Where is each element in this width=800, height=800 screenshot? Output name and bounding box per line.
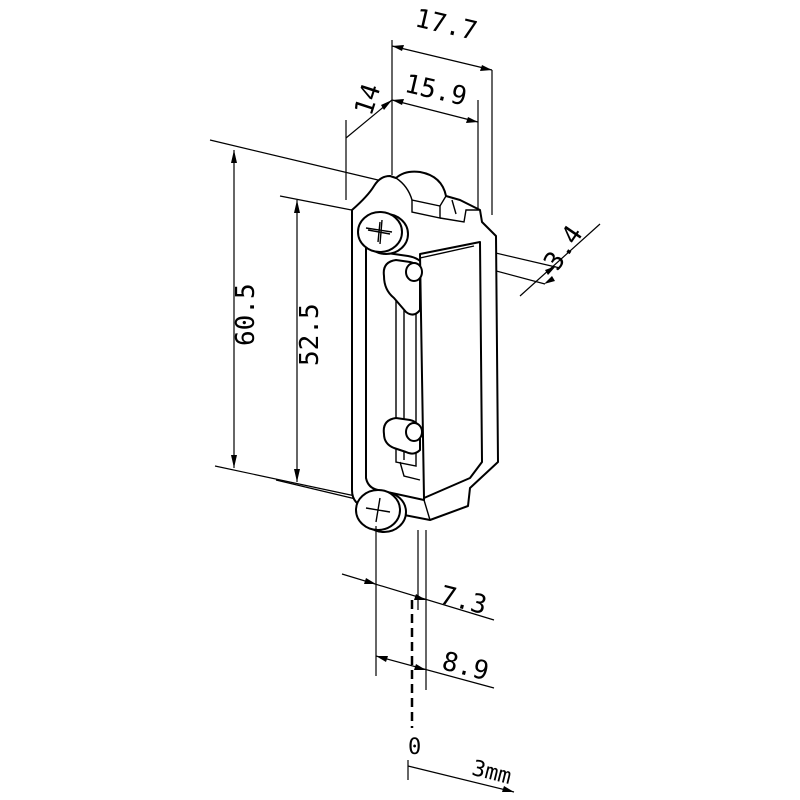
scale-unit-label: 3mm — [469, 756, 514, 790]
dim-label-17-7: 17.7 — [412, 4, 480, 47]
dim-height-total: 60.5 — [209, 139, 379, 498]
scale-bar: 0 3mm — [407, 735, 515, 793]
dim-offsets: 7.3 8.9 — [341, 526, 495, 728]
top-screw-icon — [357, 211, 409, 255]
bottom-screw-icon — [355, 489, 407, 533]
dim-label-15-9: 15.9 — [402, 69, 470, 112]
strike-plate — [351, 170, 499, 521]
dim-height-screws: 52.5 — [275, 195, 373, 501]
dim-label-7-3: 7.3 — [437, 581, 490, 621]
scale-zero-label: 0 — [408, 735, 421, 760]
dim-label-60-5: 60.5 — [231, 283, 261, 346]
dim-label-3-4: 3.4 — [538, 220, 589, 276]
dim-label-14: 14 — [349, 80, 387, 119]
dim-label-52-5: 52.5 — [295, 303, 325, 366]
dim-label-8-9: 8.9 — [439, 647, 492, 687]
